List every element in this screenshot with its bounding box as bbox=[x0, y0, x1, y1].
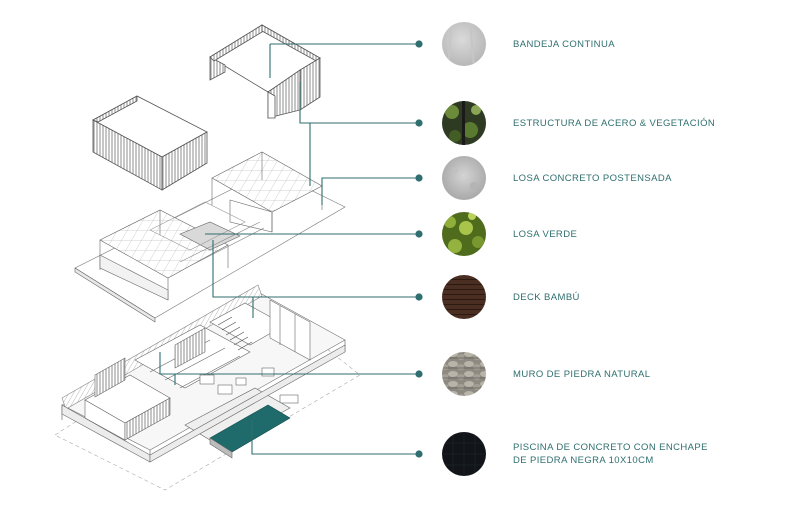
label-text: BANDEJA CONTINUA bbox=[513, 39, 615, 50]
leader-dot-muro bbox=[415, 370, 423, 378]
leader-lines bbox=[159, 43, 419, 455]
label-text: LOSA CONCRETO POSTENSADA bbox=[513, 173, 672, 184]
leader-dot-estructura bbox=[415, 119, 423, 127]
material-swatches bbox=[442, 22, 486, 476]
label-muro-piedra: MURO DE PIEDRA NATURAL bbox=[513, 368, 650, 381]
label-deck-bambu: DECK BAMBÚ bbox=[513, 291, 580, 304]
label-losa-verde: LOSA VERDE bbox=[513, 228, 577, 241]
leader-dots bbox=[415, 40, 423, 458]
leader-dot-bandeja bbox=[415, 40, 423, 48]
steel-structure-slab-drawing bbox=[74, 151, 346, 323]
label-estructura-acero: ESTRUCTURA DE ACERO & VEGETACIÓN bbox=[513, 117, 715, 130]
concrete-swatch bbox=[442, 156, 486, 200]
label-text: MURO DE PIEDRA NATURAL bbox=[513, 369, 651, 380]
leader-line-piscina bbox=[251, 420, 419, 455]
leader-dot-losa-concreto bbox=[415, 174, 423, 182]
label-text-line-2: DE PIEDRA NEGRA 10X10CM bbox=[513, 455, 654, 466]
bamboo-deck-swatch bbox=[442, 275, 486, 319]
black-stone-swatch bbox=[442, 432, 486, 476]
leader-dot-piscina bbox=[415, 450, 423, 458]
label-text: ESTRUCTURA DE ACERO & VEGETACIÓN bbox=[513, 118, 716, 129]
leader-line-losa-concreto bbox=[321, 177, 419, 205]
leader-line-muro bbox=[159, 352, 419, 375]
label-text: LOSA VERDE bbox=[513, 229, 578, 240]
canopy-tray-drawing bbox=[209, 24, 321, 119]
label-piscina: PISCINA DE CONCRETO CON ENCHAPE DE PIEDR… bbox=[513, 441, 708, 467]
green-roof-box-drawing bbox=[92, 95, 208, 191]
label-text-line-1: PISCINA DE CONCRETO CON ENCHAPE bbox=[513, 442, 708, 453]
steel-vegetation-swatch bbox=[442, 101, 486, 145]
leader-dot-deck bbox=[415, 293, 423, 301]
label-bandeja-continua: BANDEJA CONTINUA bbox=[513, 38, 615, 51]
leader-line-deck bbox=[212, 240, 419, 298]
sheet-metal-swatch bbox=[442, 22, 486, 66]
natural-stone-swatch bbox=[442, 352, 486, 396]
green-roof-swatch bbox=[442, 212, 486, 256]
leader-dot-losa-verde bbox=[415, 230, 423, 238]
label-text: DECK BAMBÚ bbox=[513, 292, 580, 303]
label-losa-concreto: LOSA CONCRETO POSTENSADA bbox=[513, 172, 672, 185]
ground-floor-drawing bbox=[54, 284, 361, 491]
